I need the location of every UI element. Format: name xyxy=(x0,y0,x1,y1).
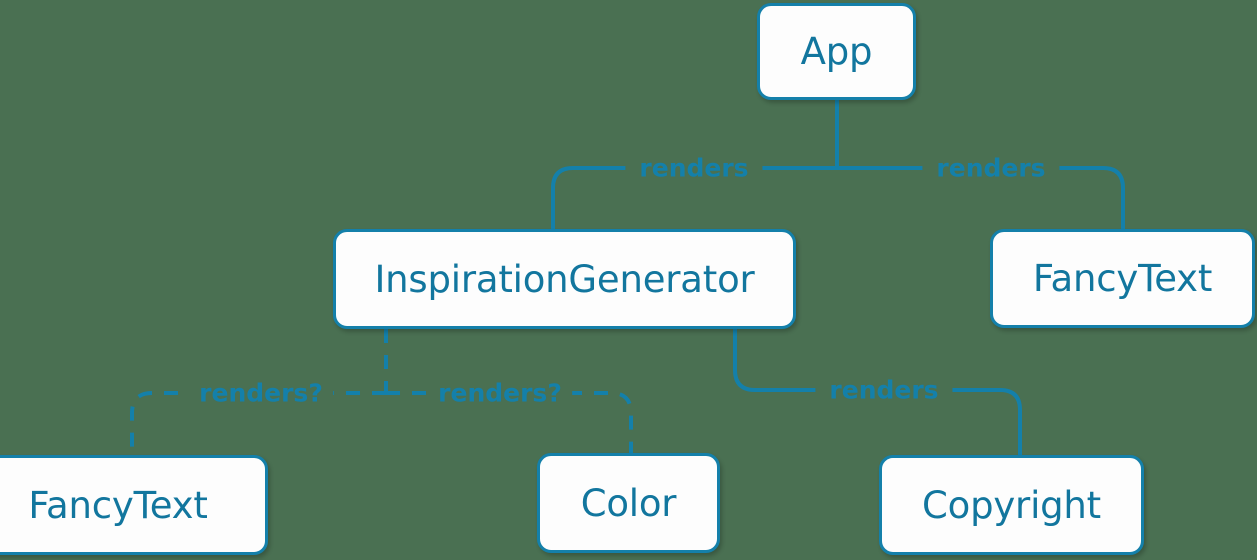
node-app-label: App xyxy=(800,30,873,73)
node-fancytext-bottom[interactable]: FancyText xyxy=(0,455,268,555)
edge-label-inspiration-to-color: renders? xyxy=(428,380,572,406)
node-fancytext-right[interactable]: FancyText xyxy=(990,229,1255,328)
edge-inspiration-to-color xyxy=(386,391,633,453)
node-fancytext-right-label: FancyText xyxy=(1032,257,1213,300)
edge-inspiration-to-fancytext-bottom xyxy=(130,391,386,455)
node-color-label: Color xyxy=(580,481,677,525)
node-inspiration-generator[interactable]: InspirationGenerator xyxy=(333,229,796,329)
edge-label-app-to-fancytext-right: renders xyxy=(922,155,1060,181)
edge-label-app-to-inspiration-generator: renders xyxy=(625,155,763,181)
node-app[interactable]: App xyxy=(757,3,916,100)
edge-app-to-fancytext-right xyxy=(837,166,1125,229)
node-color[interactable]: Color xyxy=(537,453,720,553)
edge-label-inspiration-to-fancytext-bottom: renders? xyxy=(189,380,333,406)
edge-label-inspiration-to-copyright: renders xyxy=(815,377,953,403)
node-inspiration-generator-label: InspirationGenerator xyxy=(374,257,755,301)
edge-app-to-inspiration-generator xyxy=(551,166,837,229)
node-fancytext-bottom-label: FancyText xyxy=(28,483,208,527)
node-copyright[interactable]: Copyright xyxy=(879,455,1144,555)
node-copyright-label: Copyright xyxy=(922,483,1101,527)
